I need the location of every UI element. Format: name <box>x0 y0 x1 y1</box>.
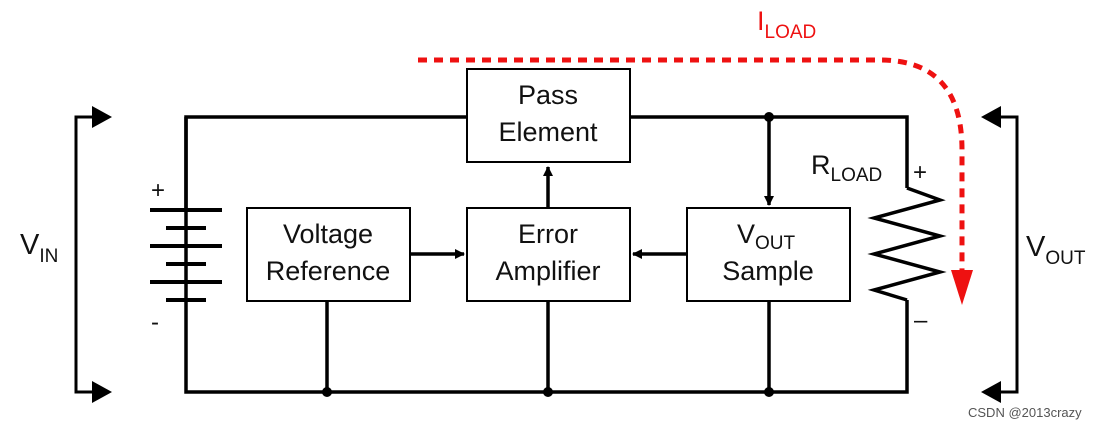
vin-bracket <box>74 115 93 394</box>
error-amplifier-block: Error Amplifier <box>466 207 631 302</box>
battery-minus-sign: - <box>151 309 159 336</box>
junction-output <box>764 112 774 122</box>
load-current-arrow-icon <box>951 270 973 305</box>
voltage-reference-block: Voltage Reference <box>246 207 411 302</box>
junction-dots <box>322 112 774 397</box>
wire-top-right <box>630 115 909 188</box>
junction-sample-ground <box>764 387 774 397</box>
signal-arrows <box>410 117 774 259</box>
vin-label: VIN <box>20 229 58 267</box>
voltage-reference-line1: Voltage <box>283 219 373 249</box>
error-amplifier-box <box>466 207 631 302</box>
vout-label: VOUT <box>1026 231 1086 269</box>
load-resistor <box>867 186 947 302</box>
voltage-reference-box <box>246 207 411 302</box>
vout-top-arrow-icon <box>981 106 1001 128</box>
error-amplifier-line1: Error <box>518 219 578 249</box>
rload-label: RLOAD <box>811 150 882 186</box>
load-current-path <box>418 57 965 272</box>
vout-sample-box <box>686 207 851 302</box>
pass-element-line1: Pass <box>518 80 578 110</box>
vout-arrowheads <box>981 106 1001 403</box>
pass-element-block: Pass Element <box>466 68 631 163</box>
voltage-reference-line2: Reference <box>266 256 391 286</box>
vout-bracket <box>1000 115 1019 394</box>
battery-symbol <box>150 208 222 302</box>
iload-label: ILOAD <box>757 6 816 43</box>
vout-bracket-line <box>1000 115 1019 394</box>
watermark-text: CSDN @2013crazy <box>968 405 1082 420</box>
pass-element-line2: Element <box>498 117 598 147</box>
vout-bottom-arrow-icon <box>981 381 1001 403</box>
vout-sample-line1: VOUT <box>737 219 796 254</box>
battery-plus-sign: + <box>151 177 165 204</box>
load-minus-sign: – <box>914 307 928 334</box>
vin-top-arrow-icon <box>92 106 112 128</box>
vin-arrowheads <box>92 106 112 403</box>
pass-element-box <box>466 68 631 163</box>
vout-sample-line2: Sample <box>722 256 814 286</box>
error-amplifier-line2: Amplifier <box>495 256 600 286</box>
load-plus-sign: + <box>913 159 927 186</box>
vout-sample-block: VOUT Sample <box>686 207 851 302</box>
junction-vref-ground <box>322 387 332 397</box>
vin-bottom-arrow-icon <box>92 381 112 403</box>
vin-bracket-line <box>74 115 93 394</box>
junction-erramp-ground <box>543 387 553 397</box>
